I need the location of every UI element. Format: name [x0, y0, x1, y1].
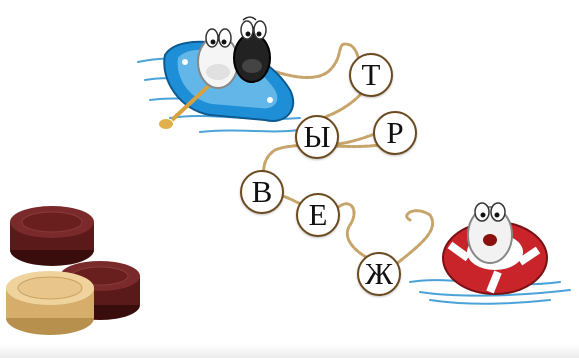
bottom-shadow: [0, 344, 579, 358]
letter-tile-2[interactable]: Ы: [295, 115, 339, 159]
checker-characters-icon: [197, 16, 271, 89]
letter-tile-4[interactable]: В: [240, 170, 284, 214]
rope-path: [260, 42, 434, 267]
letter-tile-3[interactable]: Р: [373, 111, 417, 155]
letter-tile-1[interactable]: Т: [349, 53, 393, 97]
letter-tile-6[interactable]: Ж: [357, 252, 401, 296]
lifebuoy-icon: [442, 202, 548, 295]
letter-tile-5[interactable]: Е: [296, 193, 340, 237]
checker-pieces-icon: [6, 206, 140, 335]
